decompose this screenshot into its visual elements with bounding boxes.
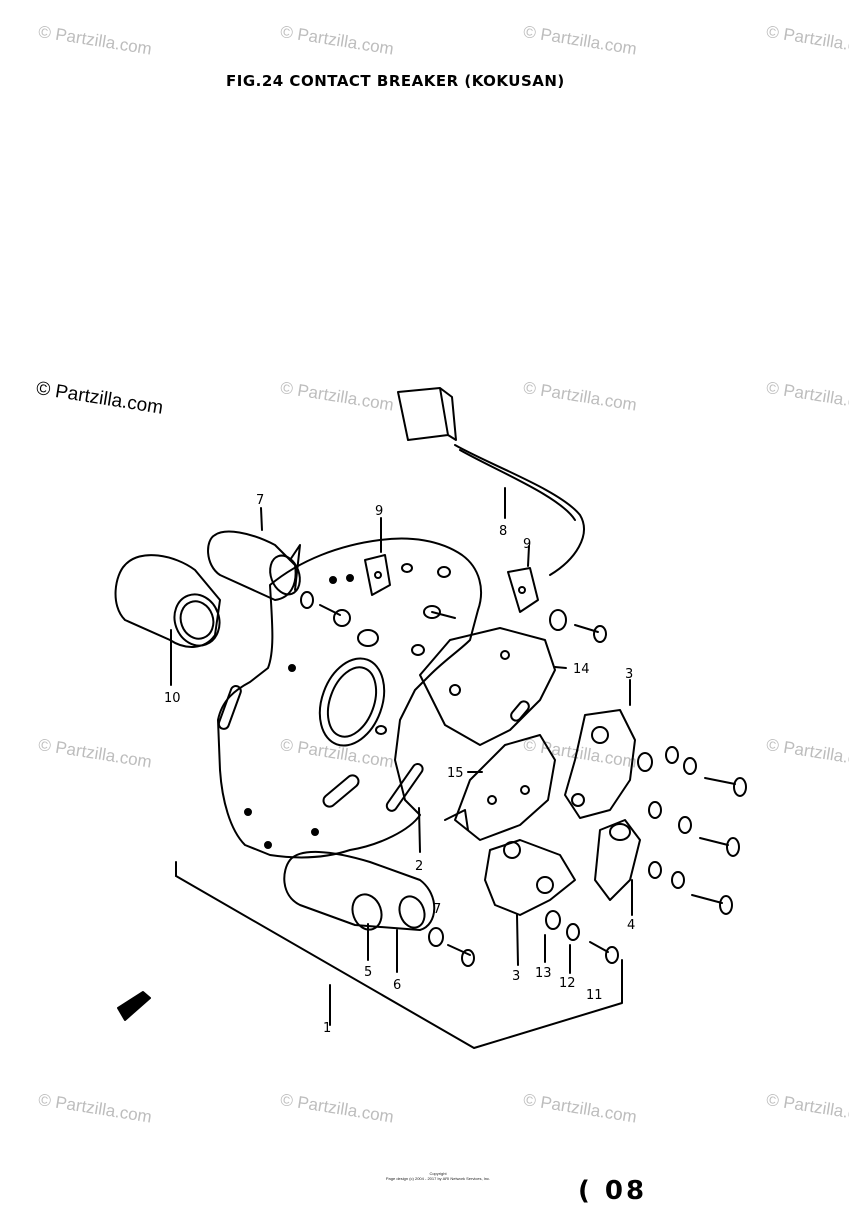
base-plate (217, 537, 482, 859)
callout-12: 12 (559, 976, 576, 991)
plate-slot (322, 774, 360, 808)
callout-2: 2 (415, 859, 423, 874)
cam-cylinder (114, 554, 221, 648)
callout-4: 4 (627, 918, 635, 933)
callout-3-lower: 3 (512, 969, 520, 984)
callout-7-top: 7 (256, 493, 264, 508)
callout-11: 11 (586, 988, 603, 1003)
breaker-arm-lower (484, 839, 576, 916)
condenser-top (207, 530, 297, 601)
callout-5: 5 (364, 965, 372, 980)
page-number: ( 08 (578, 1176, 648, 1206)
callout-9-left: 9 (375, 504, 383, 519)
direction-arrow (117, 991, 151, 1021)
wire-clip (507, 567, 539, 613)
callout-10: 10 (164, 691, 181, 706)
adjust-plate-15 (454, 734, 556, 841)
center-hole (318, 657, 386, 747)
breaker-arm-upper (564, 709, 636, 819)
callout-9-right: 9 (523, 537, 531, 552)
center-hole-inner (326, 666, 378, 738)
callout-13: 13 (535, 966, 552, 981)
plate-hole (401, 563, 413, 573)
callout-7-lower: 7 (433, 902, 441, 917)
callout-6: 6 (393, 978, 401, 993)
plate-slot (217, 685, 242, 730)
lead-wire (454, 444, 585, 576)
condenser-lower (283, 851, 436, 931)
copyright-notice: Copyright Page design (c) 2004 - 2017 by… (385, 1171, 491, 1181)
assembly-bracket (175, 875, 623, 1049)
wire-clip (364, 554, 391, 596)
callout-8: 8 (499, 524, 507, 539)
plate-hole (437, 566, 451, 578)
plate-hole (375, 725, 387, 735)
callout-1: 1 (323, 1021, 331, 1036)
figure-title: FIG.24 CONTACT BREAKER (KOKUSAN) (226, 72, 565, 90)
contact-point (594, 819, 641, 901)
callout-3-upper: 3 (625, 667, 633, 682)
adjust-plate-14 (419, 627, 556, 746)
plate-hole (411, 644, 425, 656)
plate-slot (385, 762, 424, 812)
lead-connector (397, 387, 457, 441)
callout-15: 15 (447, 766, 464, 781)
plate-hole (357, 629, 379, 647)
callout-14: 14 (573, 662, 590, 677)
